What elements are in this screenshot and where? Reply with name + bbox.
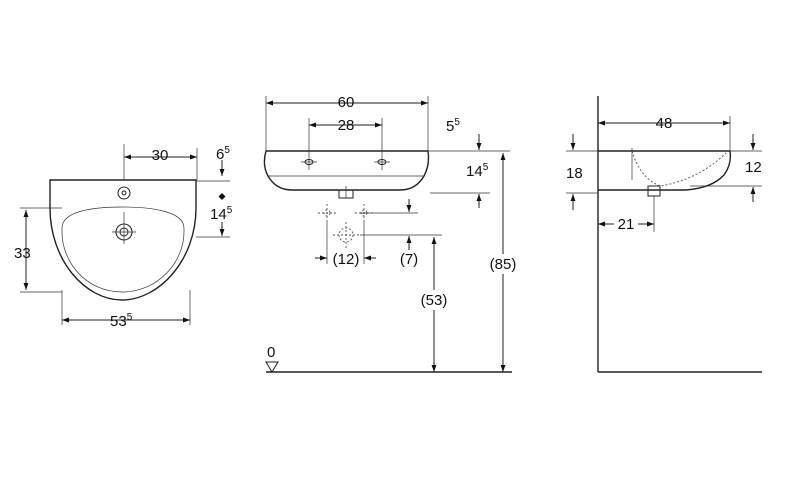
bowl-hidden-line	[631, 150, 727, 187]
tap-hole-icon	[117, 186, 131, 200]
tap-hole-right-icon	[374, 154, 390, 170]
basin-elevation	[263, 150, 430, 191]
dim-overflow: 145	[210, 205, 233, 223]
waste-outlet	[338, 186, 354, 199]
dim-waste-height: (7)	[400, 251, 418, 268]
dim-bowl-depth: 33	[14, 245, 31, 262]
dim-tap-offset: 30	[152, 147, 169, 164]
basin-outline	[49, 179, 197, 301]
dim-tap-holes: 28	[338, 117, 355, 134]
dim-rim: 145	[466, 162, 489, 180]
profile-view: 48 18 12 21	[566, 96, 762, 373]
dim-bowl-height: 12	[745, 159, 762, 176]
dim-rim-top: 65	[216, 145, 230, 163]
dim-inner-width: 535	[110, 312, 133, 330]
waste-pipe-icon	[333, 222, 359, 250]
dim-total-height: (85)	[490, 256, 517, 273]
tap-hole-left-icon	[301, 154, 317, 170]
basin-profile	[598, 150, 732, 191]
dim-width: 60	[338, 94, 355, 111]
floor-level: 0	[267, 344, 275, 361]
side-view: 60 28 55 145 (12) (7) (53) (8	[263, 94, 519, 373]
waste-outlet-profile	[647, 185, 661, 197]
supply-left-icon	[318, 204, 336, 222]
dim-waste-from-floor: (53)	[421, 292, 448, 309]
basin-inner-bowl	[61, 206, 185, 293]
dim-waste-from-wall: 21	[618, 216, 635, 233]
dim-height: 18	[566, 165, 583, 182]
dim-projection: 48	[656, 115, 673, 132]
floor-level-icon	[265, 361, 279, 373]
dim-waste-spacing: (12)	[333, 251, 360, 268]
reference-point-icon	[218, 193, 226, 200]
front-view: 30 65 145 33 535	[14, 144, 233, 330]
dim-top: 55	[446, 117, 460, 135]
